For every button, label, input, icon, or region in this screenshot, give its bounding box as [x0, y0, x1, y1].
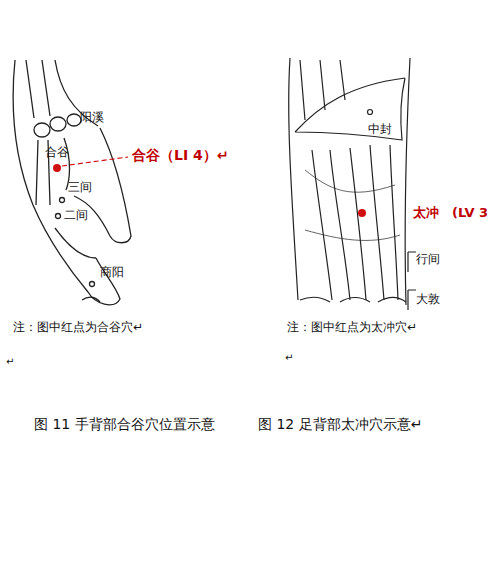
- carpal-bone: [34, 123, 50, 137]
- point-label: 商阳: [100, 265, 124, 279]
- foot-outline: [289, 58, 298, 300]
- foot-drawing: [289, 58, 416, 310]
- acupoint-label: 太冲 (LV 3: [413, 205, 488, 221]
- point-label: 二间: [64, 208, 88, 222]
- hand-drawing: [13, 60, 131, 305]
- caption-text: 图 12 足背部太冲穴示意↵: [258, 416, 422, 433]
- point-label: 中封: [368, 122, 392, 136]
- caption-text: 图 11 手背部合谷穴位置示意: [34, 416, 215, 433]
- vessel-line: [305, 170, 400, 240]
- carpal-bone: [50, 117, 66, 131]
- carpal-bone: [67, 114, 81, 126]
- leader-line: [62, 157, 128, 166]
- acupoint-label: 合谷（LI 4）↵: [132, 147, 228, 164]
- radius-bone: [26, 60, 50, 118]
- point-marker: [90, 282, 95, 287]
- tendon-line: [300, 60, 345, 120]
- point-marker: [60, 198, 65, 203]
- point-label: 三间: [68, 180, 92, 194]
- acupoint-dot: [358, 209, 366, 217]
- leader-line: [408, 252, 416, 310]
- nail: [82, 297, 100, 302]
- point-label: 合谷: [45, 145, 69, 159]
- point-label: 行间: [416, 252, 440, 266]
- point-marker: [56, 214, 61, 219]
- note-text: 注：图中红点为合谷穴↵: [13, 320, 143, 334]
- note-text: 注：图中红点为太冲穴↵: [287, 320, 417, 334]
- point-marker: [368, 110, 373, 115]
- ankle-crease: [295, 78, 405, 140]
- acupoint-dot: [53, 164, 61, 172]
- point-label: 阳溪: [80, 110, 104, 124]
- finger-line: [55, 228, 96, 258]
- toe-line: [300, 297, 406, 302]
- tendon-line: [312, 145, 398, 300]
- paragraph-mark: ↵: [6, 356, 14, 368]
- metacarpal-bone: [36, 138, 70, 205]
- paragraph-mark: ↵: [285, 352, 293, 364]
- point-label: 大敦: [416, 292, 440, 306]
